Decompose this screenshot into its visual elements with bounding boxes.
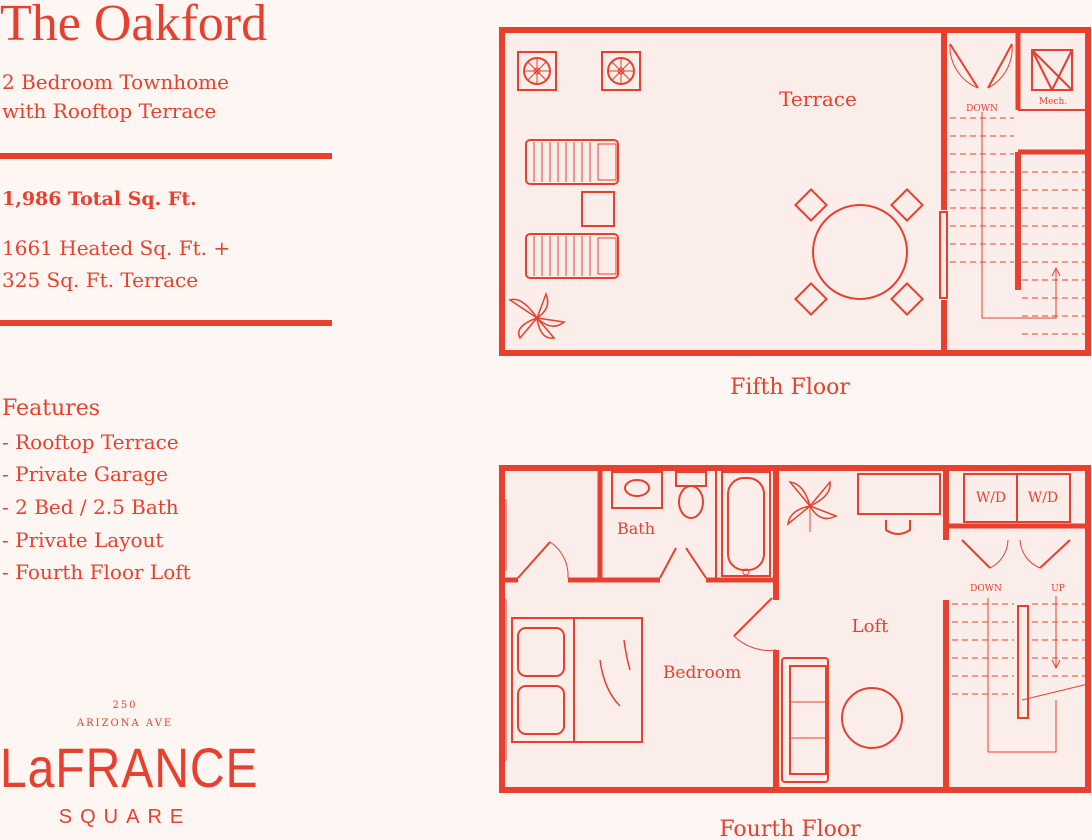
total-sqft: 1,986 Total Sq. Ft. — [2, 188, 197, 210]
ac-unit-icon — [601, 51, 641, 91]
floor-label-fourth: Fourth Floor — [719, 817, 861, 840]
room-label-terrace: Terrace — [779, 87, 857, 111]
address-number: 250 — [112, 700, 138, 711]
fourth-floor-plan — [499, 465, 1091, 793]
stair-label-down: DOWN — [970, 584, 1002, 594]
fourth-floor-stairs — [952, 603, 1086, 695]
feature-item: - 2 Bed / 2.5 Bath — [2, 495, 179, 519]
fifth-floor-plan — [499, 27, 1091, 356]
mech-label: Mech. — [1039, 97, 1067, 107]
round-table-icon — [794, 188, 924, 316]
feature-item: - Fourth Floor Loft — [2, 560, 191, 584]
subtitle-line-2: with Rooftop Terrace — [2, 99, 217, 123]
feature-item: - Private Garage — [2, 462, 169, 486]
bed-icon — [511, 617, 643, 743]
plant-icon — [786, 480, 838, 532]
divider-top — [0, 153, 332, 159]
desk-icon — [857, 473, 941, 535]
stair-label-up: UP — [1051, 584, 1065, 594]
brand-logo: LaFRANCE — [0, 736, 259, 799]
stair-label-down: DOWN — [966, 104, 998, 114]
room-label-loft: Loft — [852, 616, 889, 637]
page-title: The Oakford — [0, 0, 268, 52]
plant-icon — [508, 291, 566, 340]
feature-item: - Private Layout — [2, 528, 164, 552]
fifth-floor-outer-wall — [499, 27, 1091, 356]
lounge-chair-icon — [525, 139, 619, 185]
washer-dryer-label: W/D — [976, 490, 1006, 506]
room-label-bath: Bath — [617, 519, 655, 538]
side-table — [581, 191, 615, 227]
washer-dryer-label: W/D — [1028, 490, 1058, 506]
divider-bottom — [0, 320, 332, 326]
floor-label-fifth: Fifth Floor — [730, 375, 850, 400]
ac-unit-icon — [517, 51, 557, 91]
round-table-icon — [841, 687, 903, 749]
brand-logo-sub: SQUARE — [58, 806, 192, 828]
subtitle-line-1: 2 Bedroom Townhome — [2, 70, 229, 94]
sofa-icon — [781, 657, 829, 783]
room-label-bedroom: Bedroom — [663, 663, 741, 683]
feature-item: - Rooftop Terrace — [2, 430, 179, 454]
fourth-floor-outer-wall — [499, 465, 1091, 793]
lounge-chair-icon — [525, 233, 619, 279]
address-street: ARIZONA AVE — [76, 718, 174, 729]
terrace-sqft: 325 Sq. Ft. Terrace — [2, 268, 199, 292]
heated-sqft: 1661 Heated Sq. Ft. + — [2, 236, 231, 260]
features-heading: Features — [2, 396, 101, 421]
